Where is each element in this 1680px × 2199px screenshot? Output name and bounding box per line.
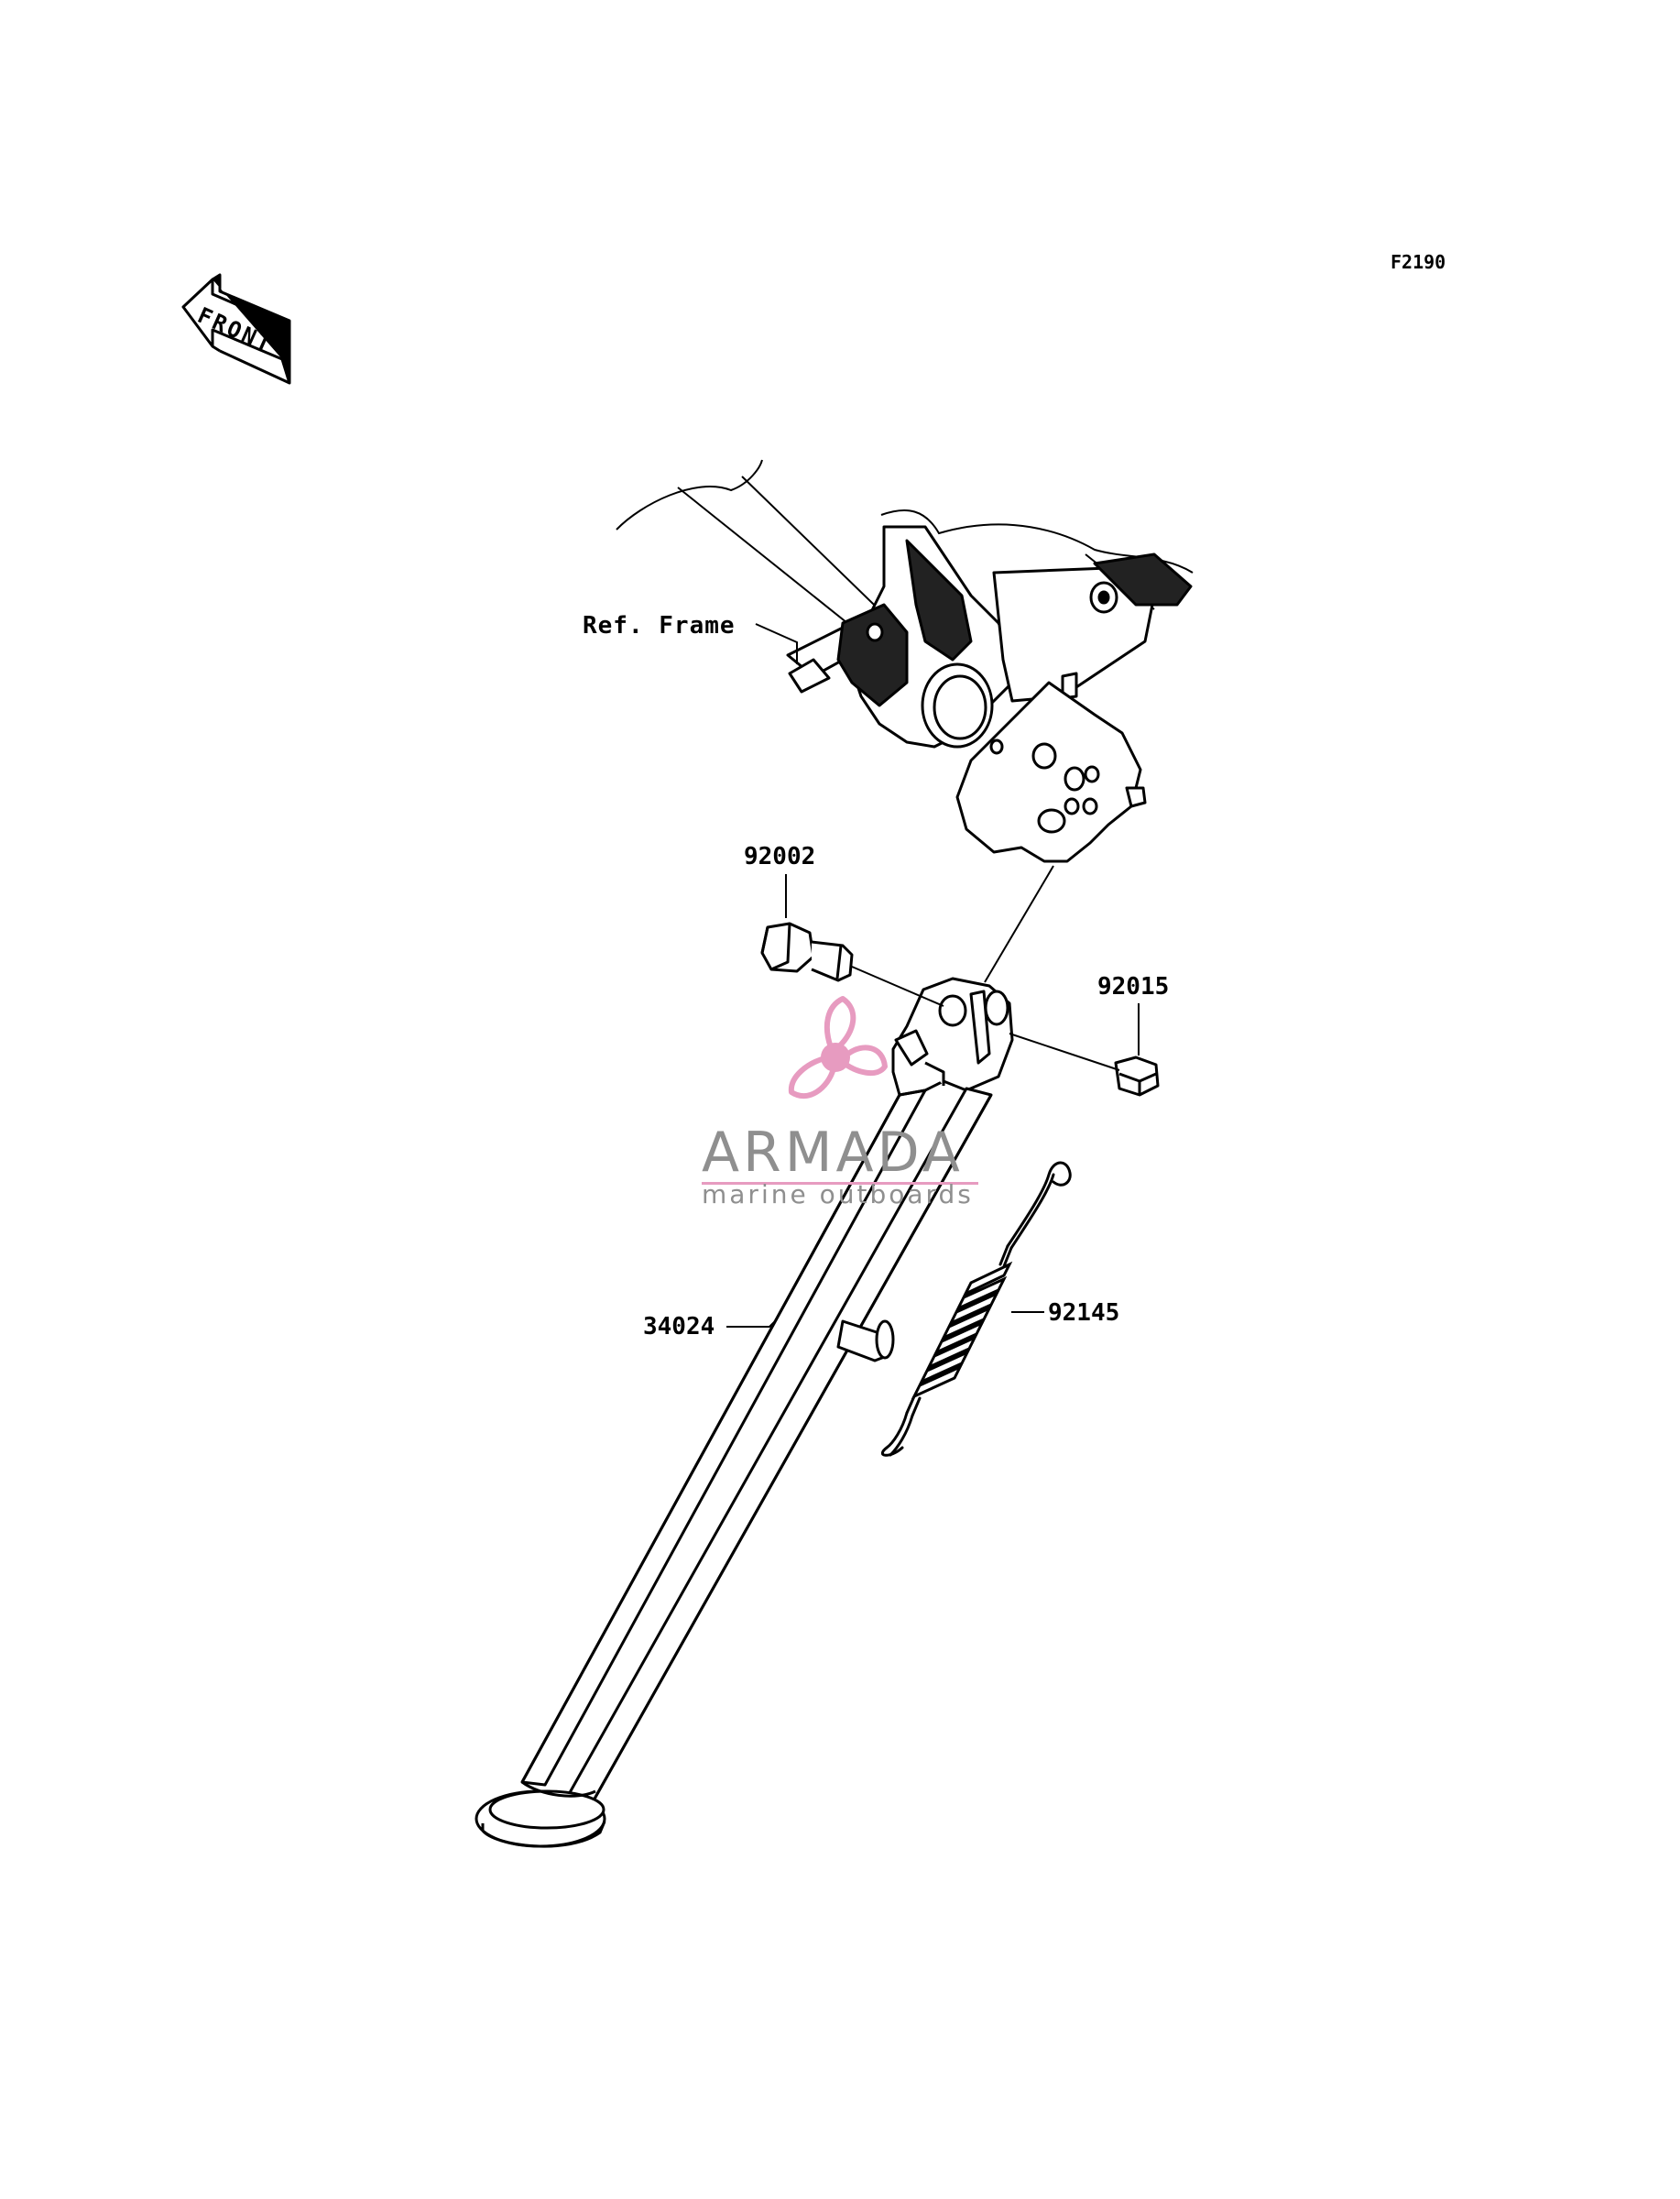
stand-pivot: [891, 977, 1014, 1097]
callout-92002: 92002: [744, 843, 816, 870]
stand-pin: [836, 1319, 895, 1362]
ref-frame-label: Ref. Frame: [583, 612, 736, 640]
callout-leaders: [726, 623, 1140, 1328]
nut-92015: [1114, 1056, 1160, 1097]
bolt-92002: [760, 922, 854, 982]
watermark-divider: [702, 1182, 978, 1185]
front-arrow-icon: [181, 273, 291, 385]
frame-bracket: [786, 525, 1193, 863]
callout-92145: 92145: [1048, 1299, 1120, 1327]
watermark-logo-icon: [788, 996, 888, 1100]
watermark-tagline: marine outboards: [702, 1179, 974, 1209]
figure-id: F2190: [1391, 251, 1446, 273]
spring-92145: [880, 1161, 1072, 1457]
callout-92015: 92015: [1097, 973, 1170, 1001]
watermark-name: ARMADA: [702, 1121, 964, 1185]
assembly-lines: [851, 865, 1120, 1071]
callout-34024: 34024: [643, 1313, 715, 1340]
side-stand-34024: [475, 1087, 993, 1848]
